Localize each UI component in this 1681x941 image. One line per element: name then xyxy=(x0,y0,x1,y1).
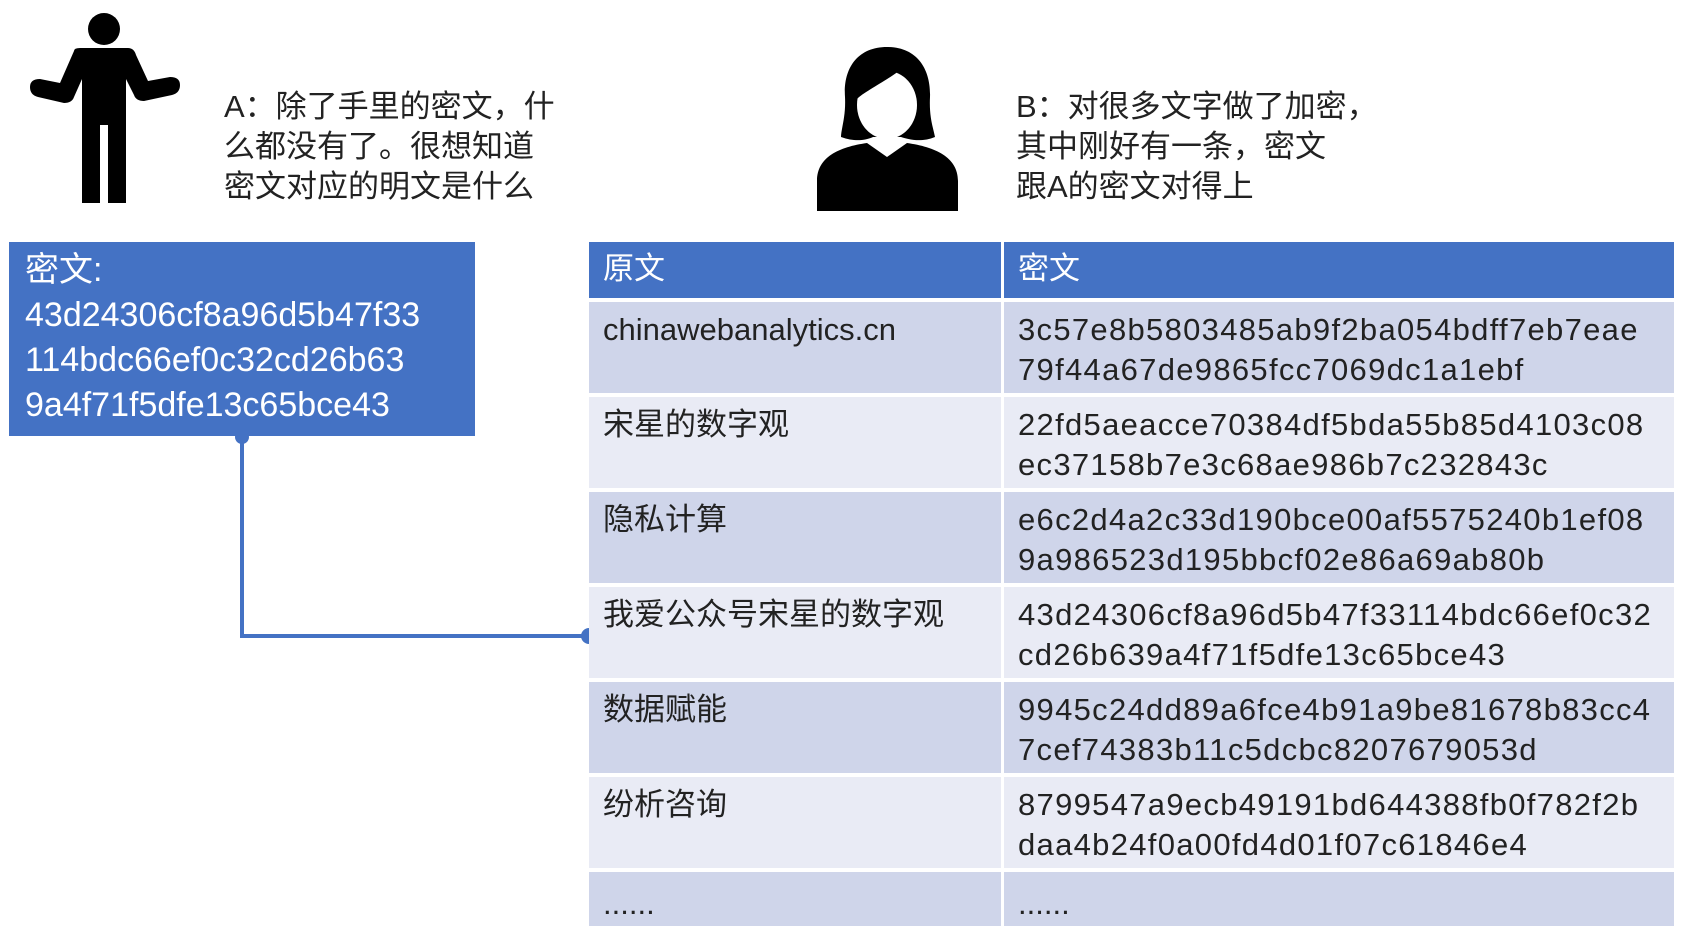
ciphertext-cell: ...... xyxy=(1004,868,1674,926)
table-row-ellipsis: ...... ...... xyxy=(589,868,1674,926)
ciphertext-cell: 22fd5aeacce70384df5bda55b85d4103c08 ec371… xyxy=(1004,393,1674,488)
plaintext-cell: chinawebanalytics.cn xyxy=(589,298,1004,393)
person-shrug-icon xyxy=(30,13,180,203)
table-row: 数据赋能 9945c24dd89a6fce4b91a9be81678b83cc4… xyxy=(589,678,1674,773)
header-ciphertext: 密文 xyxy=(1004,242,1674,298)
plaintext-cell: 隐私计算 xyxy=(589,488,1004,583)
speech-line: 么都没有了。很想知道 xyxy=(224,129,534,164)
ciphertext-line: daa4b24f0a00fd4d01f07c61846e4 xyxy=(1018,827,1529,862)
table-row: 宋星的数字观 22fd5aeacce70384df5bda55b85d4103c… xyxy=(589,393,1674,488)
ciphertext-line: ec37158b7e3c68ae986b7c232843c xyxy=(1018,447,1549,482)
woman-user-icon xyxy=(817,47,958,211)
ciphertext-line: 22fd5aeacce70384df5bda55b85d4103c08 xyxy=(1018,407,1645,442)
plaintext-cell: 数据赋能 xyxy=(589,678,1004,773)
speech-line: 其中刚好有一条，密文 xyxy=(1016,129,1326,164)
ciphertext-line: 7cef74383b11c5dcbc8207679053d xyxy=(1018,732,1538,767)
ciphertext-cell: 8799547a9ecb49191bd644388fb0f782f2b daa4b… xyxy=(1004,773,1674,868)
ciphertext-line: 79f44a67de9865fcc7069dc1a1ebf xyxy=(1018,352,1525,387)
ciphertext-line: 9945c24dd89a6fce4b91a9be81678b83cc4 xyxy=(1018,692,1652,727)
ciphertext-cell: 43d24306cf8a96d5b47f33114bdc66ef0c32 cd26… xyxy=(1004,583,1674,678)
plaintext-cell: 宋星的数字观 xyxy=(589,393,1004,488)
ciphertext-cell: 9945c24dd89a6fce4b91a9be81678b83cc4 7cef7… xyxy=(1004,678,1674,773)
ciphertext-line: e6c2d4a2c33d190bce00af5575240b1ef08 xyxy=(1018,502,1645,537)
ciphertext-line: 3c57e8b5803485ab9f2ba054bdff7eb7eae xyxy=(1018,312,1639,347)
person-b-speech: B：对很多文字做了加密， 其中刚好有一条，密文跟A的密文对得上 xyxy=(1016,87,1378,207)
speech-line: 跟A的密文对得上 xyxy=(1016,169,1254,204)
ciphertext-line: 114bdc66ef0c32cd26b63 xyxy=(25,341,405,379)
ciphertext-cell: 3c57e8b5803485ab9f2ba054bdff7eb7eae 79f44… xyxy=(1004,298,1674,393)
match-connector xyxy=(235,430,597,644)
table-row-matched: 我爱公众号宋星的数字观 43d24306cf8a96d5b47f33114bdc… xyxy=(589,583,1674,678)
person-a-speech: A：除了手里的密文，什么都没有了。很想知道密文对应的明文是什么 xyxy=(224,87,555,207)
plaintext-cell: ...... xyxy=(589,868,1004,926)
plaintext-cell: 我爱公众号宋星的数字观 xyxy=(589,583,1004,678)
ciphertext-label: 密文: xyxy=(25,251,103,289)
header-plaintext: 原文 xyxy=(589,242,1004,298)
table-row: chinawebanalytics.cn 3c57e8b5803485ab9f2… xyxy=(589,298,1674,393)
ciphertext-box: 密文: 43d24306cf8a96d5b47f33 114bdc66ef0c3… xyxy=(9,242,475,436)
table-row: 隐私计算 e6c2d4a2c33d190bce00af5575240b1ef08… xyxy=(589,488,1674,583)
ciphertext-line: 9a4f71f5dfe13c65bce43 xyxy=(25,386,390,424)
ciphertext-line: 9a986523d195bbcf02e86a69ab80b xyxy=(1018,542,1546,577)
speech-line: A：除了手里的密文，什 xyxy=(224,89,555,124)
ciphertext-line: 8799547a9ecb49191bd644388fb0f782f2b xyxy=(1018,787,1640,822)
ciphertext-line: 43d24306cf8a96d5b47f33 xyxy=(25,296,421,334)
ciphertext-cell: e6c2d4a2c33d190bce00af5575240b1ef08 9a986… xyxy=(1004,488,1674,583)
speech-line: B：对很多文字做了加密， xyxy=(1016,89,1378,124)
table-row: 纷析咨询 8799547a9ecb49191bd644388fb0f782f2b… xyxy=(589,773,1674,868)
table-header-row: 原文 密文 xyxy=(589,242,1674,298)
plaintext-cell: 纷析咨询 xyxy=(589,773,1004,868)
plaintext-ciphertext-table: 原文 密文 chinawebanalytics.cn 3c57e8b580348… xyxy=(589,242,1674,926)
connector-line xyxy=(240,437,589,638)
ciphertext-line: 43d24306cf8a96d5b47f33114bdc66ef0c32 xyxy=(1018,597,1653,632)
speech-line: 密文对应的明文是什么 xyxy=(224,169,534,204)
ciphertext-line: cd26b639a4f71f5dfe13c65bce43 xyxy=(1018,637,1507,672)
